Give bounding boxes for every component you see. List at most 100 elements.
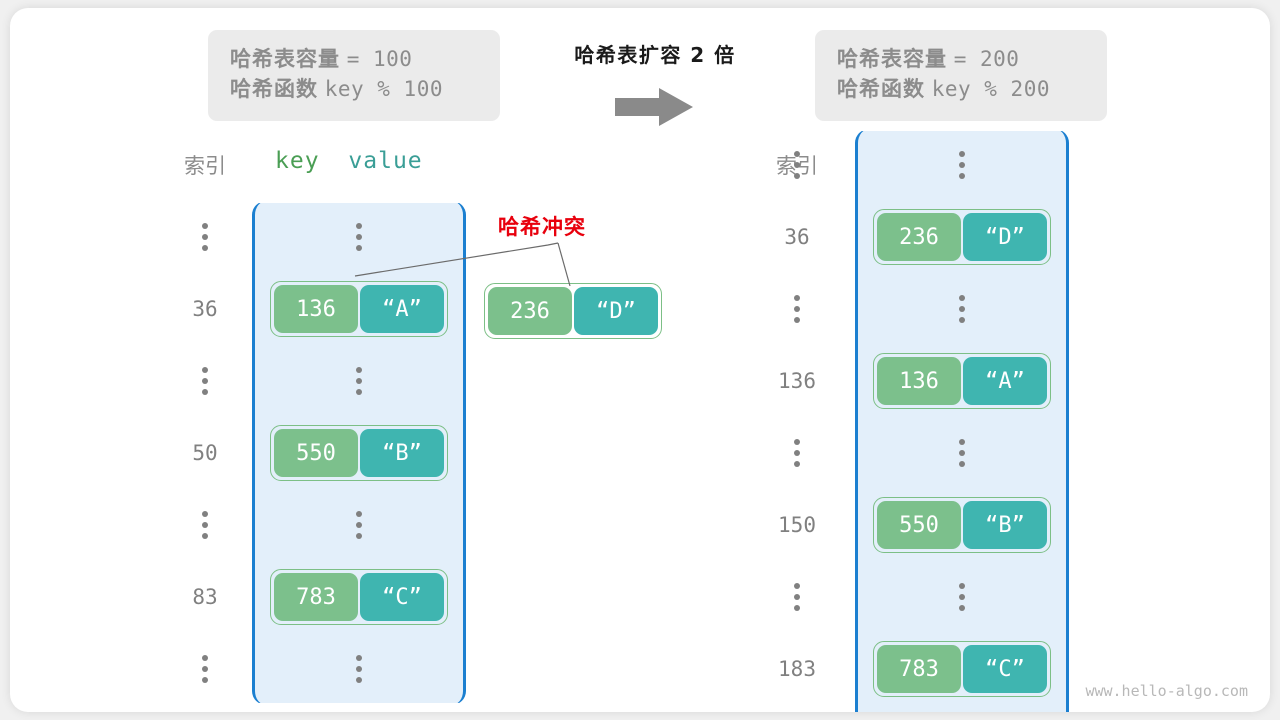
bucket-entry-row: 136“A” — [858, 345, 1066, 417]
right-arrow-icon — [615, 88, 693, 126]
key-cell: 550 — [877, 501, 961, 549]
bucket-entry-row: 136“A” — [255, 273, 463, 345]
index-label: 150 — [778, 513, 816, 537]
index-ellipsis — [762, 705, 832, 712]
key-cell: 783 — [877, 645, 961, 693]
after-hash-table: 236“D” 136“A” 550“B” 783“C” — [855, 127, 1069, 712]
before-hash-table: 136“A” 550“B” 783“C” — [252, 199, 466, 707]
bucket-entry-row: 550“B” — [255, 417, 463, 489]
after-capacity-line: 哈希表容量 = 200 — [837, 44, 1085, 74]
vertical-ellipsis-icon — [356, 655, 362, 683]
index-label: 183 — [778, 657, 816, 681]
before-function-label: 哈希函数 — [230, 77, 318, 102]
diagram-title: 哈希表扩容 2 倍 — [574, 43, 736, 67]
index-ellipsis — [170, 489, 240, 561]
after-capacity-label: 哈希表容量 — [837, 47, 947, 71]
value-cell: “A” — [963, 357, 1047, 405]
vertical-ellipsis-icon — [202, 655, 208, 683]
vertical-ellipsis-icon — [959, 295, 965, 323]
vertical-ellipsis-icon — [356, 511, 362, 539]
bucket-ellipsis-row — [255, 201, 463, 273]
index-label: 50 — [192, 441, 218, 465]
index-ellipsis — [762, 129, 832, 201]
vertical-ellipsis-icon — [794, 295, 800, 323]
vertical-ellipsis-icon — [794, 583, 800, 611]
before-function-value: key % 100 — [324, 77, 443, 102]
before-capacity-line: 哈希表容量 = 100 — [230, 44, 478, 74]
after-function-label: 哈希函数 — [837, 77, 925, 102]
bucket-ellipsis-row — [858, 273, 1066, 345]
after-parameters-box: 哈希表容量 = 200 哈希函数 key % 200 — [815, 30, 1107, 121]
key-cell: 550 — [274, 429, 358, 477]
index-ellipsis — [762, 561, 832, 633]
key-cell: 136 — [877, 357, 961, 405]
index-label: 83 — [192, 585, 218, 609]
before-key-header: key — [275, 148, 320, 174]
index-label: 36 — [192, 297, 218, 321]
bucket-ellipsis-row — [255, 489, 463, 561]
collision-entry: 236 “D” — [484, 283, 662, 339]
key-value-pair: 136“A” — [270, 281, 448, 337]
key-cell: 136 — [274, 285, 358, 333]
index-label: 136 — [778, 369, 816, 393]
watermark: www.hello-algo.com — [1085, 682, 1248, 700]
before-function-line: 哈希函数 key % 100 — [230, 74, 478, 104]
bucket-ellipsis-row — [255, 345, 463, 417]
vertical-ellipsis-icon — [356, 223, 362, 251]
key-value-pair: 550“B” — [270, 425, 448, 481]
before-index-column: 36 50 83 — [170, 201, 240, 705]
value-cell: “C” — [963, 645, 1047, 693]
value-cell: “B” — [963, 501, 1047, 549]
before-parameters-box: 哈希表容量 = 100 哈希函数 key % 100 — [208, 30, 500, 121]
after-function-line: 哈希函数 key % 200 — [837, 74, 1085, 104]
bucket-entry-row: 783“C” — [858, 633, 1066, 705]
vertical-ellipsis-icon — [202, 367, 208, 395]
index-ellipsis — [170, 201, 240, 273]
bucket-entry-row: 783“C” — [255, 561, 463, 633]
key-value-pair: 136“A” — [873, 353, 1051, 409]
vertical-ellipsis-icon — [959, 583, 965, 611]
before-kv-header: key value — [275, 148, 423, 174]
after-index-column: 36 136 150 183 — [762, 129, 832, 712]
value-cell: “C” — [360, 573, 444, 621]
before-index-header: 索引 — [184, 154, 226, 178]
bucket-ellipsis-row — [858, 417, 1066, 489]
index-ellipsis — [170, 345, 240, 417]
before-value-header: value — [348, 148, 423, 174]
key-value-pair: 236“D” — [873, 209, 1051, 265]
vertical-ellipsis-icon — [959, 439, 965, 467]
before-capacity-label: 哈希表容量 — [230, 47, 340, 71]
bucket-ellipsis-row — [858, 705, 1066, 712]
key-cell: 236 — [877, 213, 961, 261]
key-value-pair: 550“B” — [873, 497, 1051, 553]
bucket-entry-row: 236“D” — [858, 201, 1066, 273]
bucket-ellipsis-row — [255, 633, 463, 705]
vertical-ellipsis-icon — [356, 367, 362, 395]
vertical-ellipsis-icon — [202, 223, 208, 251]
vertical-ellipsis-icon — [959, 151, 965, 179]
key-value-pair: 783“C” — [873, 641, 1051, 697]
value-cell: “D” — [574, 287, 658, 335]
value-cell: “B” — [360, 429, 444, 477]
vertical-ellipsis-icon — [794, 439, 800, 467]
bucket-ellipsis-row — [858, 129, 1066, 201]
bucket-entry-row: 550“B” — [858, 489, 1066, 561]
key-value-pair: 236 “D” — [484, 283, 662, 339]
after-function-value: key % 200 — [931, 77, 1050, 102]
vertical-ellipsis-icon — [794, 151, 800, 179]
key-value-pair: 783“C” — [270, 569, 448, 625]
vertical-ellipsis-icon — [202, 511, 208, 539]
value-cell: “A” — [360, 285, 444, 333]
index-ellipsis — [170, 633, 240, 705]
after-capacity-value: = 200 — [953, 47, 1020, 71]
key-cell: 783 — [274, 573, 358, 621]
index-label: 36 — [784, 225, 810, 249]
before-capacity-value: = 100 — [346, 47, 413, 71]
collision-label: 哈希冲突 — [498, 215, 586, 239]
bucket-ellipsis-row — [858, 561, 1066, 633]
value-cell: “D” — [963, 213, 1047, 261]
key-cell: 236 — [488, 287, 572, 335]
index-ellipsis — [762, 273, 832, 345]
diagram-card: 哈希表容量 = 100 哈希函数 key % 100 哈希表扩容 2 倍 哈希表… — [10, 8, 1270, 712]
index-ellipsis — [762, 417, 832, 489]
